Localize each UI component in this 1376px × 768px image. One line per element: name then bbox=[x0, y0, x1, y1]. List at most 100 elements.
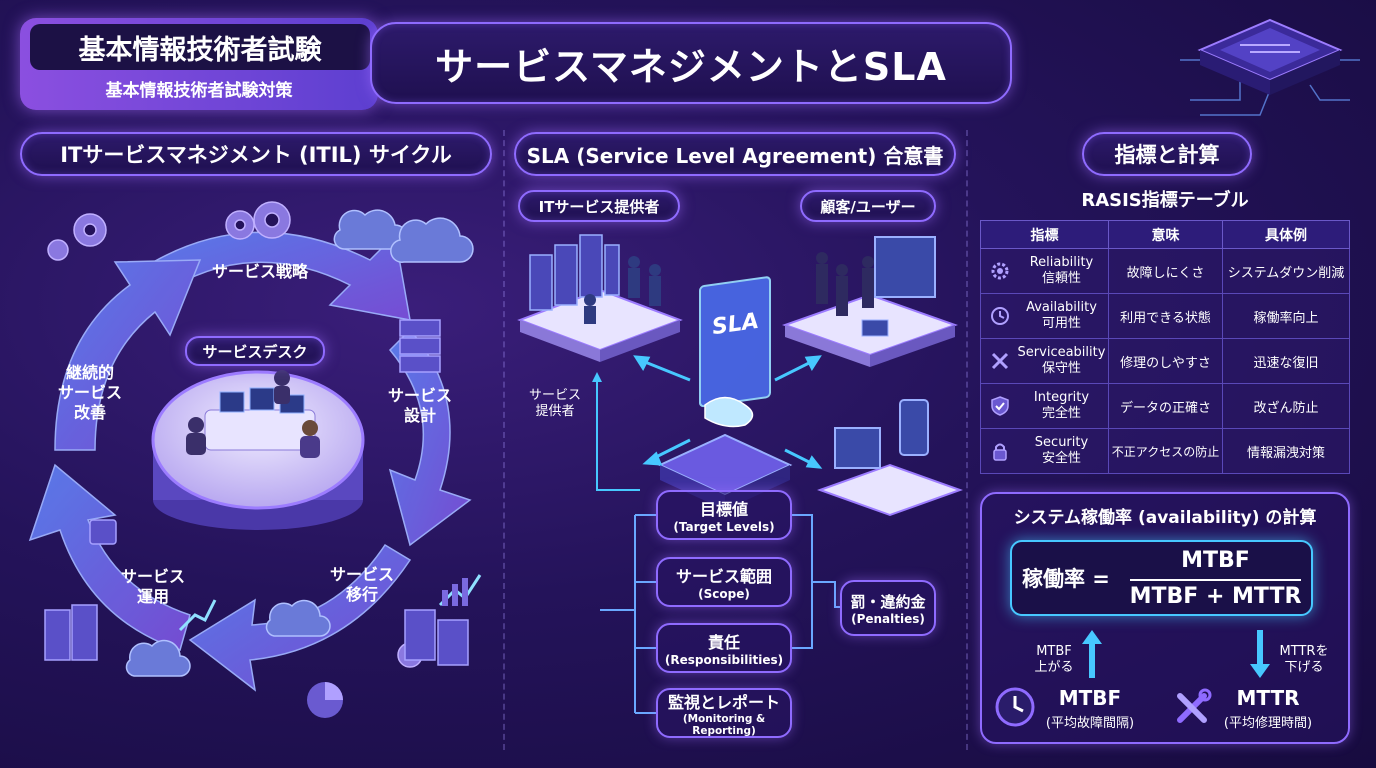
provider-label: ITサービス提供者 bbox=[518, 190, 680, 222]
cycle-label-transition-l1: サービス bbox=[329, 565, 394, 584]
cycle-label-design-l2: 設計 bbox=[403, 406, 436, 425]
sla-penalty-jp: 罰・違約金 bbox=[850, 592, 926, 611]
lock-icon bbox=[985, 440, 1015, 462]
sla-item-scope-en: (Scope) bbox=[698, 587, 750, 601]
arrow-down-icon bbox=[1250, 630, 1270, 678]
mttr-desc: (平均修理時間) bbox=[1223, 716, 1313, 731]
rasis-meaning: データの正確さ bbox=[1108, 383, 1223, 429]
rasis-jp: 安全性 bbox=[1041, 451, 1081, 466]
sla-item-target: 目標値 (Target Levels) bbox=[656, 490, 792, 540]
rasis-meaning: 修理のしやすさ bbox=[1108, 338, 1223, 384]
sla-item-scope-jp: サービス範囲 bbox=[675, 567, 772, 586]
rasis-col-indicator: 指標 bbox=[980, 220, 1109, 249]
mtbf-up-l2: 上がる bbox=[1034, 660, 1074, 676]
sla-item-monitoring: 監視とレポート (Monitoring & Reporting) bbox=[656, 688, 792, 738]
rasis-en: Serviceability bbox=[1017, 344, 1106, 360]
cycle-label-strategy: サービス戦略 bbox=[211, 262, 308, 281]
sla-item-resp-jp: 責任 bbox=[707, 633, 740, 652]
brand-title: 基本情報技術者試験 bbox=[30, 24, 370, 70]
cycle-label-operation-l2: 運用 bbox=[136, 587, 169, 606]
provider-small-l2: 提供者 bbox=[535, 404, 575, 420]
tools-icon bbox=[1177, 688, 1212, 723]
provider-small-l1: サービス bbox=[528, 388, 581, 403]
mttr-label: MTTR bbox=[1236, 686, 1300, 710]
rasis-en: Availability bbox=[1026, 299, 1097, 315]
cycle-label-design-l1: サービス bbox=[387, 386, 452, 405]
rasis-jp: 信頼性 bbox=[1041, 271, 1081, 286]
sla-item-monitor-en: (Monitoring & Reporting) bbox=[682, 713, 766, 737]
itil-cycle-diagram bbox=[28, 201, 482, 718]
rasis-header-row: 指標 意味 具体例 bbox=[980, 220, 1350, 249]
formula-lhs: 稼働率 = bbox=[1022, 567, 1110, 591]
rasis-col-meaning: 意味 bbox=[1108, 220, 1223, 249]
itil-section-title: ITサービスマネジメント (ITIL) サイクル bbox=[20, 132, 492, 176]
cycle-label-design: サービス 設計 bbox=[380, 386, 460, 426]
arrow-operation bbox=[28, 463, 191, 651]
sla-diagram bbox=[517, 234, 963, 517]
customer-label: 顧客/ユーザー bbox=[800, 190, 936, 222]
gears-icon bbox=[985, 260, 1015, 282]
sla-penalty-en: (Penalties) bbox=[851, 611, 925, 626]
tools-icon bbox=[985, 350, 1015, 372]
metrics-section-title: 指標と計算 bbox=[1082, 132, 1252, 176]
cycle-label-transition-l2: 移行 bbox=[345, 585, 378, 604]
sla-item-target-jp: 目標値 bbox=[699, 500, 748, 519]
mtbf-up-label: MTBF 上がる bbox=[1024, 644, 1084, 677]
rasis-meaning: 不正アクセスの防止 bbox=[1108, 428, 1223, 474]
rasis-meaning: 故障しにくさ bbox=[1108, 248, 1223, 294]
availability-calc-title: システム稼働率 (availability) の計算 bbox=[1013, 508, 1317, 528]
mttr-down-l1: MTTRを bbox=[1279, 644, 1329, 659]
arrow-up-icon bbox=[1082, 630, 1102, 678]
provider-small-label: サービス 提供者 bbox=[520, 388, 590, 421]
rasis-en: Integrity bbox=[1033, 389, 1090, 405]
mttr-down-label: MTTRを 下げる bbox=[1270, 644, 1338, 677]
rasis-meaning: 利用できる状態 bbox=[1108, 293, 1223, 339]
cycle-label-transition: サービス 移行 bbox=[322, 565, 402, 605]
rasis-en: Security bbox=[1034, 434, 1089, 450]
formula-box bbox=[1010, 540, 1313, 616]
sla-item-connectors bbox=[600, 514, 840, 714]
arrow-design bbox=[388, 328, 472, 547]
section-divider-right bbox=[966, 130, 968, 750]
mtbf-desc: (平均故障間隔) bbox=[1045, 716, 1135, 731]
clock-icon bbox=[995, 687, 1035, 727]
sla-item-penalties: 罰・違約金 (Penalties) bbox=[840, 580, 936, 636]
sla-item-monitor-jp: 監視とレポート bbox=[667, 693, 780, 712]
rasis-example: 迅速な復旧 bbox=[1222, 338, 1350, 384]
rasis-example: 稼働率向上 bbox=[1222, 293, 1350, 339]
sla-item-resp-en: (Responsibilities) bbox=[664, 653, 784, 667]
rasis-jp: 完全性 bbox=[1041, 406, 1081, 421]
formula-denominator: MTBF + MTTR bbox=[1129, 584, 1302, 609]
rasis-table-title: RASIS指標テーブル bbox=[1081, 190, 1249, 211]
section-divider-left bbox=[503, 130, 505, 750]
clock-icon bbox=[985, 305, 1015, 327]
cycle-label-improvement: 継続的 サービス 改善 bbox=[45, 363, 135, 423]
sla-section-title: SLA (Service Level Agreement) 合意書 bbox=[514, 132, 956, 176]
rasis-example: 情報漏洩対策 bbox=[1222, 428, 1350, 474]
rasis-col-example: 具体例 bbox=[1222, 220, 1350, 249]
brand-subtitle: 基本情報技術者試験対策 bbox=[105, 80, 293, 101]
cycle-label-improvement-l1: 継続的 bbox=[65, 363, 114, 382]
service-desk-label: サービスデスク bbox=[185, 336, 325, 366]
cycle-label-operation-l1: サービス bbox=[120, 567, 185, 586]
formula-fraction-bar bbox=[1130, 579, 1301, 581]
server-chip-icon bbox=[1180, 18, 1360, 116]
arrow-improvement bbox=[54, 259, 202, 451]
availability-panel bbox=[980, 492, 1350, 744]
formula-numerator: MTBF bbox=[1181, 548, 1250, 573]
mtbf-up-l1: MTBF bbox=[1036, 644, 1072, 659]
sla-item-target-en: (Target Levels) bbox=[673, 520, 775, 534]
cycle-label-improvement-l3: 改善 bbox=[73, 403, 106, 422]
rasis-example: システムダウン削減 bbox=[1222, 248, 1350, 294]
page-title: サービスマネジメントとSLA bbox=[370, 22, 1012, 104]
